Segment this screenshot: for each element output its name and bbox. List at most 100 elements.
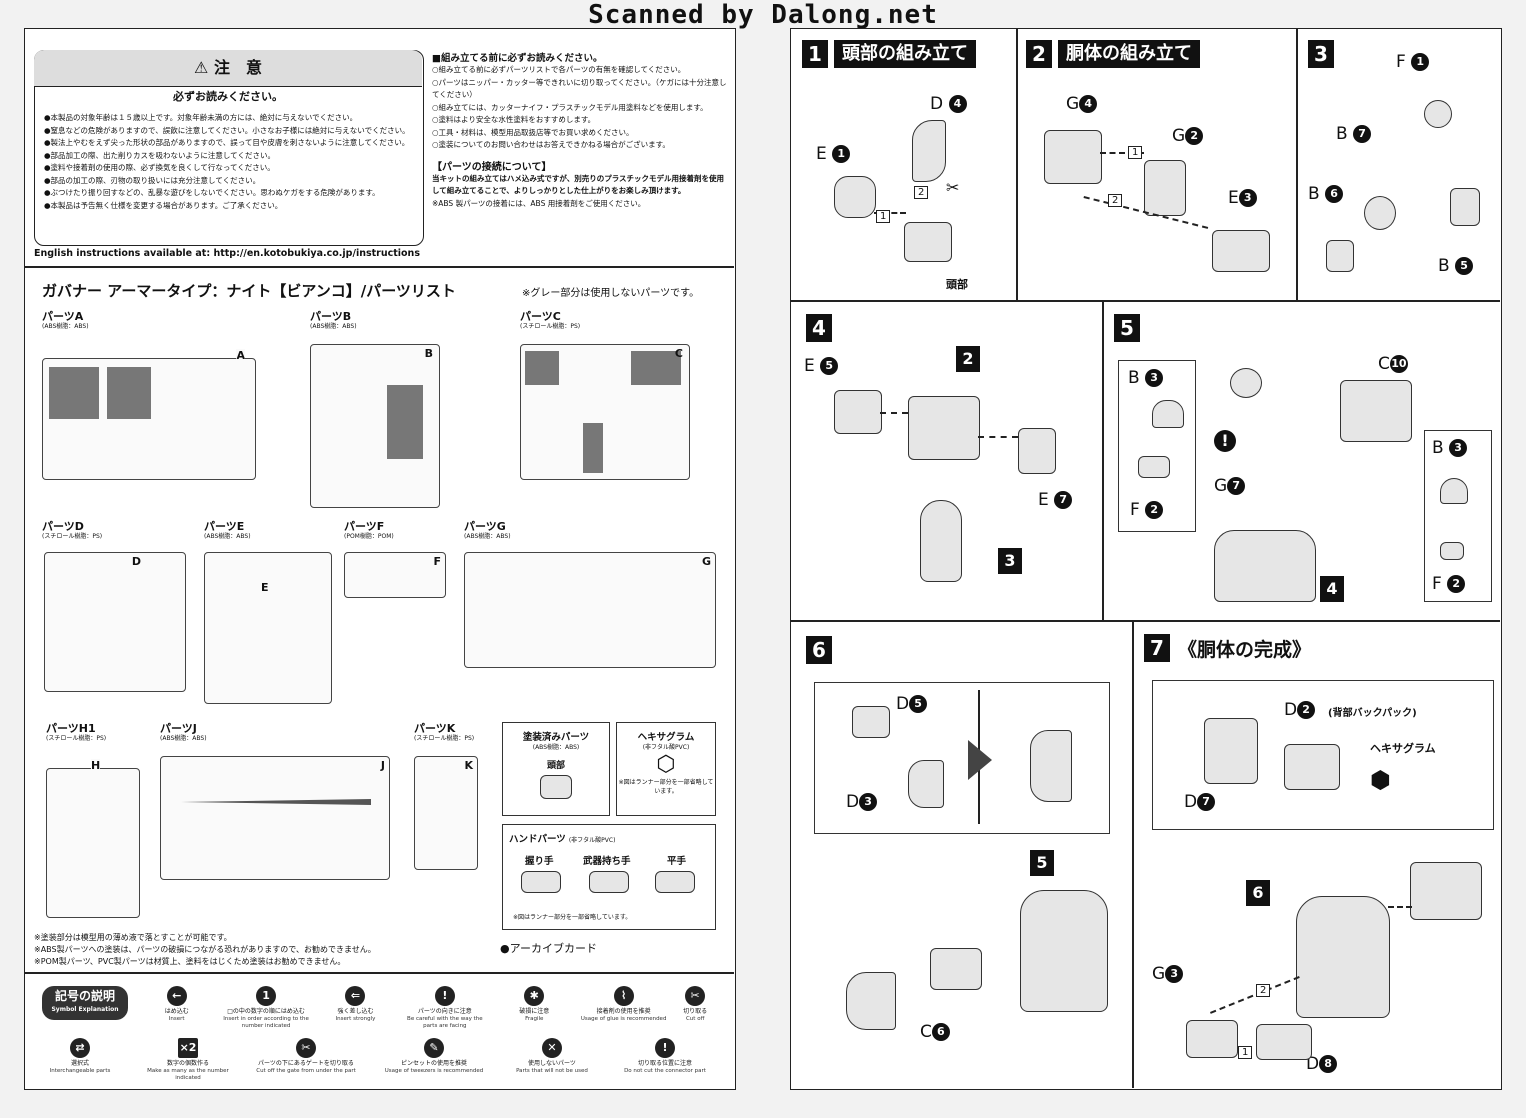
runner-d-material: (スチロール樹脂：PS)	[42, 533, 103, 540]
connection-heading: 【パーツの接続について】	[432, 161, 552, 173]
peg-part	[1440, 542, 1464, 560]
caution-item: ●部品加工の際、出た削りカスを吸わないように注意してください。	[44, 150, 275, 160]
detail-box	[1424, 430, 1492, 602]
collar-part	[834, 390, 882, 434]
before-item: ○塗料はより安全な水性塗料をおすすめします。	[432, 115, 596, 124]
runner-tag: C	[674, 347, 683, 360]
part-ref: 5	[1030, 850, 1054, 876]
hexagram-note: ヘキサグラム	[1370, 742, 1436, 755]
hand-type-grip: 握り手	[525, 856, 554, 867]
joint-part	[1364, 196, 1396, 230]
runner-d-name: パーツD	[42, 520, 84, 533]
runner-j-material: (ABS樹脂：ABS)	[160, 735, 207, 742]
footnote: ※POM製パーツ、PVC製パーツは材質上、塗料をはじくため塗装はお勧めできません…	[34, 957, 346, 966]
label-number: 7	[1054, 491, 1073, 509]
symbol-label: パーツの下にあるゲートを切り取る	[258, 1060, 354, 1067]
step-title: 《胴体の完成》	[1178, 638, 1312, 661]
backpack-assembly	[1410, 862, 1482, 920]
symbol-label: 強く差し込む	[337, 1008, 374, 1015]
runner-a: A	[42, 349, 256, 480]
label-number: 3	[1165, 965, 1184, 983]
divider	[24, 972, 734, 974]
symbol-label-en: Cut off	[685, 1016, 705, 1022]
waist-armor-part	[1186, 1020, 1238, 1058]
step-number: 7	[1144, 634, 1170, 662]
caution-item: ●ぶつけたり振り回すなどの、乱暴な遊びをしないでください。思わぬケガをする危険が…	[44, 188, 380, 197]
label-number: 4	[1079, 95, 1098, 113]
interchange-icon: ⇄	[70, 1038, 90, 1058]
runner-c-name: パーツC	[520, 310, 561, 323]
gray-note: ※グレー部分は使用しないパーツです。	[522, 288, 700, 299]
caution-item: ●窒息などの危険がありますので、誤飲に注意してください。小さなお子様には絶対に与…	[44, 125, 410, 135]
runner-j: J	[160, 756, 390, 880]
head-caption: 頭部	[946, 278, 968, 291]
cover-part	[1450, 188, 1480, 226]
fragile-icon: ✱	[524, 986, 545, 1006]
label-number: 3	[1449, 439, 1468, 457]
joint-part	[1230, 368, 1262, 398]
part-label: E 1	[816, 144, 851, 164]
step-7-header: 7 《胴体の完成》	[1144, 634, 1311, 662]
label-letter: G	[1152, 964, 1166, 984]
unused-part	[107, 367, 151, 419]
symbol-label: 切り取る	[683, 1008, 708, 1015]
assembly-line	[978, 436, 1018, 438]
part-label: B 7	[1336, 124, 1372, 144]
peg-part	[1138, 456, 1170, 478]
english-instructions-link[interactable]: English instructions available at: http:…	[34, 248, 420, 259]
caution-subtitle: 必ずお読みください。	[173, 90, 283, 103]
hand-part-flat	[655, 871, 695, 893]
step-number: 2	[1026, 40, 1052, 68]
symbol-subtitle: Symbol Explanation	[51, 1006, 119, 1013]
part-ref: 3	[998, 548, 1022, 574]
symbol-label-en: Usage of glue is recommended	[580, 1016, 667, 1022]
shoulder-block-part	[1340, 380, 1412, 442]
runner-j-name: パーツJ	[160, 722, 197, 735]
label-number: 7	[1353, 125, 1372, 143]
runner-h1: H	[46, 759, 140, 918]
runner-tag: B	[424, 347, 433, 360]
runner-g: G	[464, 552, 716, 668]
step-5-header: 5	[1114, 314, 1140, 342]
runner-c-material: (スチロール樹脂：PS)	[520, 323, 581, 330]
gate-cut-icon: ✂	[296, 1038, 316, 1058]
runner-e-material: (ABS樹脂：ABS)	[204, 533, 251, 540]
hexagram-box: ヘキサグラム (非フタル酸PVC) ⬡ ※図はランナー部分を一部省略しています。	[616, 722, 716, 816]
before-item: ○塗装についてのお問い合わせはお答えできかねる場合がございます。	[432, 140, 670, 149]
label-number: 5	[820, 357, 839, 375]
runner-k-name: パーツK	[414, 722, 456, 735]
joint-cap-part	[1440, 478, 1468, 504]
symbol-label: 切り取る位置に注意	[637, 1060, 692, 1067]
torso-part	[908, 396, 980, 460]
caution-item: ●本製品は予告無く仕様を変更する場合があります。ご了承ください。	[44, 200, 283, 210]
unused-part	[631, 351, 681, 385]
cut-icon: ✂	[946, 178, 960, 197]
shoulder-armor-part	[908, 760, 944, 808]
label-number: 4	[948, 95, 967, 113]
runner-g-material: (ABS樹脂：ABS)	[464, 533, 511, 540]
label-letter: D	[896, 694, 910, 714]
symbol-title: 記号の説明	[54, 989, 115, 1003]
connection-text: 当キットの組み立てはハメ込み式ですが、別売りのプラスチックモデル用接着剤を使用し…	[432, 173, 725, 196]
assembly-line	[880, 412, 908, 414]
side-armor-part	[930, 948, 982, 990]
before-item: ○工具・材料は、模型用品取扱店等でお買い求めください。	[432, 127, 634, 137]
tweezers-icon: ✎	[424, 1038, 444, 1058]
exclamation-icon: !	[1214, 430, 1236, 452]
label-letter: B	[1128, 368, 1140, 388]
symbol-explanation-badge: 記号の説明 Symbol Explanation	[42, 986, 128, 1020]
unused-part	[49, 367, 99, 419]
